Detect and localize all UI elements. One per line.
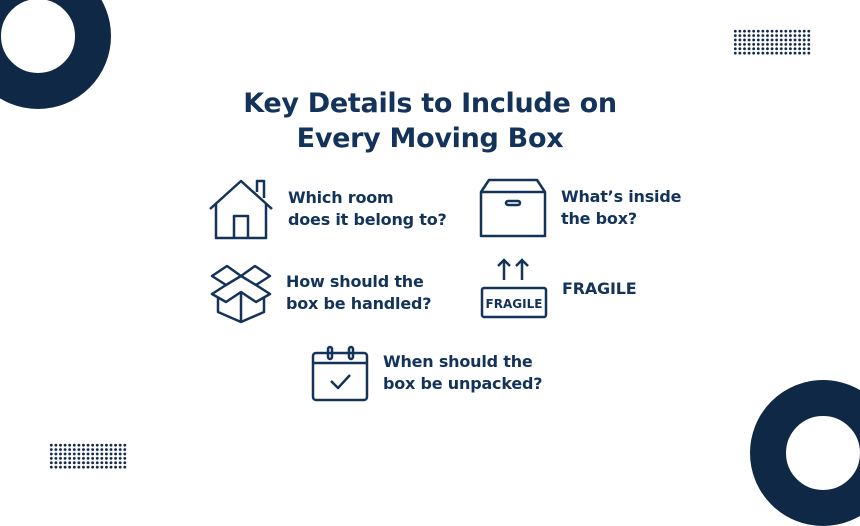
item-label: How should the box be handled? (286, 272, 432, 313)
decorative-dot-grid-bottom-left (49, 443, 127, 469)
house-icon (209, 179, 273, 240)
decorative-dot-grid-top-right (733, 29, 811, 55)
item-label: What’s inside the box? (561, 187, 682, 228)
item-room: Which room does it belong to? (208, 178, 447, 240)
fragile-label-icon: FRAGILE (480, 258, 548, 319)
item-handling: How should the box be handled? (210, 262, 432, 324)
fragile-icon-text: FRAGILE (486, 297, 543, 311)
open-box-icon (210, 264, 272, 324)
title-line-2: Every Moving Box (296, 123, 564, 154)
item-unpack: When should the box be unpacked? (311, 344, 543, 402)
page-title: Key Details to Include on Every Moving B… (0, 86, 860, 156)
item-fragile: FRAGILE FRAGILE (480, 258, 637, 320)
item-contents: What’s inside the box? (479, 178, 681, 238)
decorative-ring-bottom-right (750, 380, 860, 526)
item-label: FRAGILE (562, 279, 637, 298)
title-line-1: Key Details to Include on (243, 88, 617, 119)
calendar-check-icon (311, 345, 369, 402)
item-label: When should the box be unpacked? (383, 352, 543, 393)
closed-box-icon (479, 178, 547, 238)
item-label: Which room does it belong to? (288, 188, 447, 229)
